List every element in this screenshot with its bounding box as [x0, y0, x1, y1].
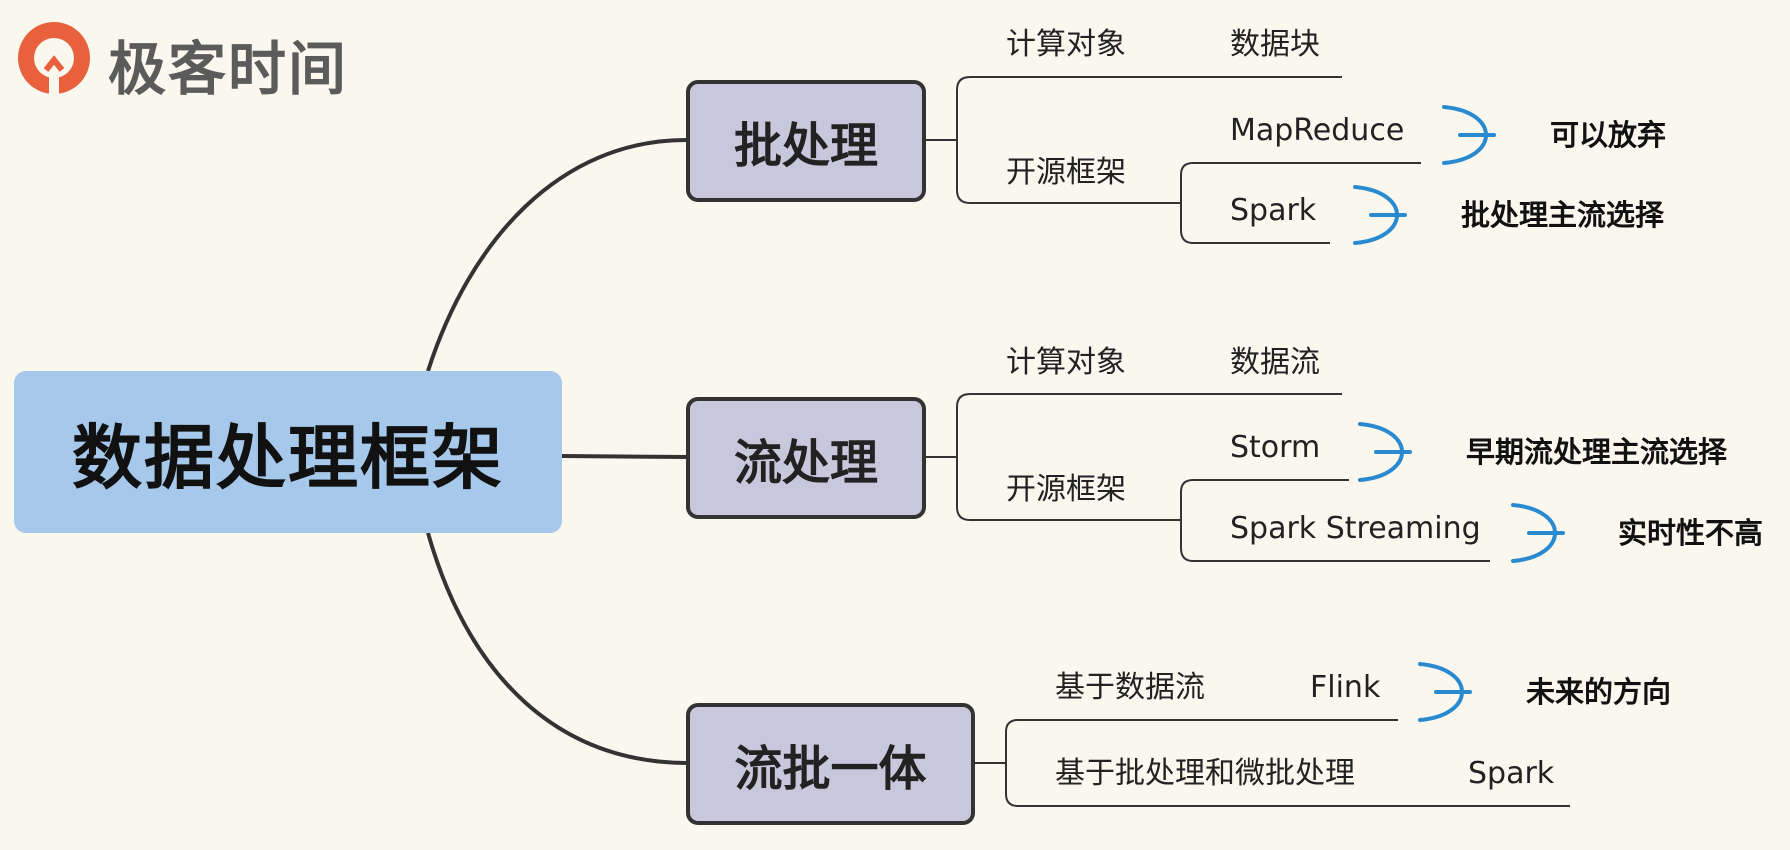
root-branch-curves: [426, 138, 687, 765]
curve-to-unified: [426, 532, 687, 765]
note-storm: 早期流处理主流选择: [1466, 435, 1728, 469]
branch-lines: [926, 76, 1570, 807]
stream-frameworks-label: 开源框架: [1006, 472, 1126, 507]
unified-item-batch-label: 基于批处理和微批处理: [1055, 756, 1355, 791]
note-mapreduce: 可以放弃: [1550, 118, 1667, 152]
note-flink: 未来的方向: [1526, 675, 1672, 709]
note-spark-streaming: 实时性不高: [1618, 516, 1764, 550]
geektime-logo-icon: [18, 22, 90, 102]
note-spark: 批处理主流选择: [1461, 198, 1665, 232]
note-brackets: [1353, 105, 1565, 722]
stream-target-label: 计算对象: [1006, 345, 1126, 380]
curve-to-batch: [426, 138, 687, 372]
batch-target-label: 计算对象: [1006, 27, 1126, 62]
root-node: 数据处理框架: [14, 371, 562, 533]
branch-node-unified: 流批一体: [686, 703, 975, 825]
stream-framework-storm: Storm: [1230, 430, 1321, 465]
unified-item-flink: Flink: [1310, 670, 1381, 705]
batch-framework-spark: Spark: [1230, 193, 1317, 228]
stream-target-value: 数据流: [1230, 345, 1320, 380]
unified-item-spark: Spark: [1468, 756, 1555, 791]
batch-frameworks-label: 开源框架: [1006, 155, 1126, 190]
unified-item-dataflow-label: 基于数据流: [1055, 670, 1205, 705]
stream-framework-spark-streaming: Spark Streaming: [1230, 511, 1481, 546]
branch-node-stream: 流处理: [686, 397, 926, 519]
logo-text: 极客时间: [108, 35, 349, 103]
curve-to-stream: [561, 454, 687, 459]
batch-framework-mapreduce: MapReduce: [1230, 113, 1405, 148]
batch-target-value: 数据块: [1230, 27, 1320, 62]
branch-node-batch: 批处理: [686, 80, 926, 202]
